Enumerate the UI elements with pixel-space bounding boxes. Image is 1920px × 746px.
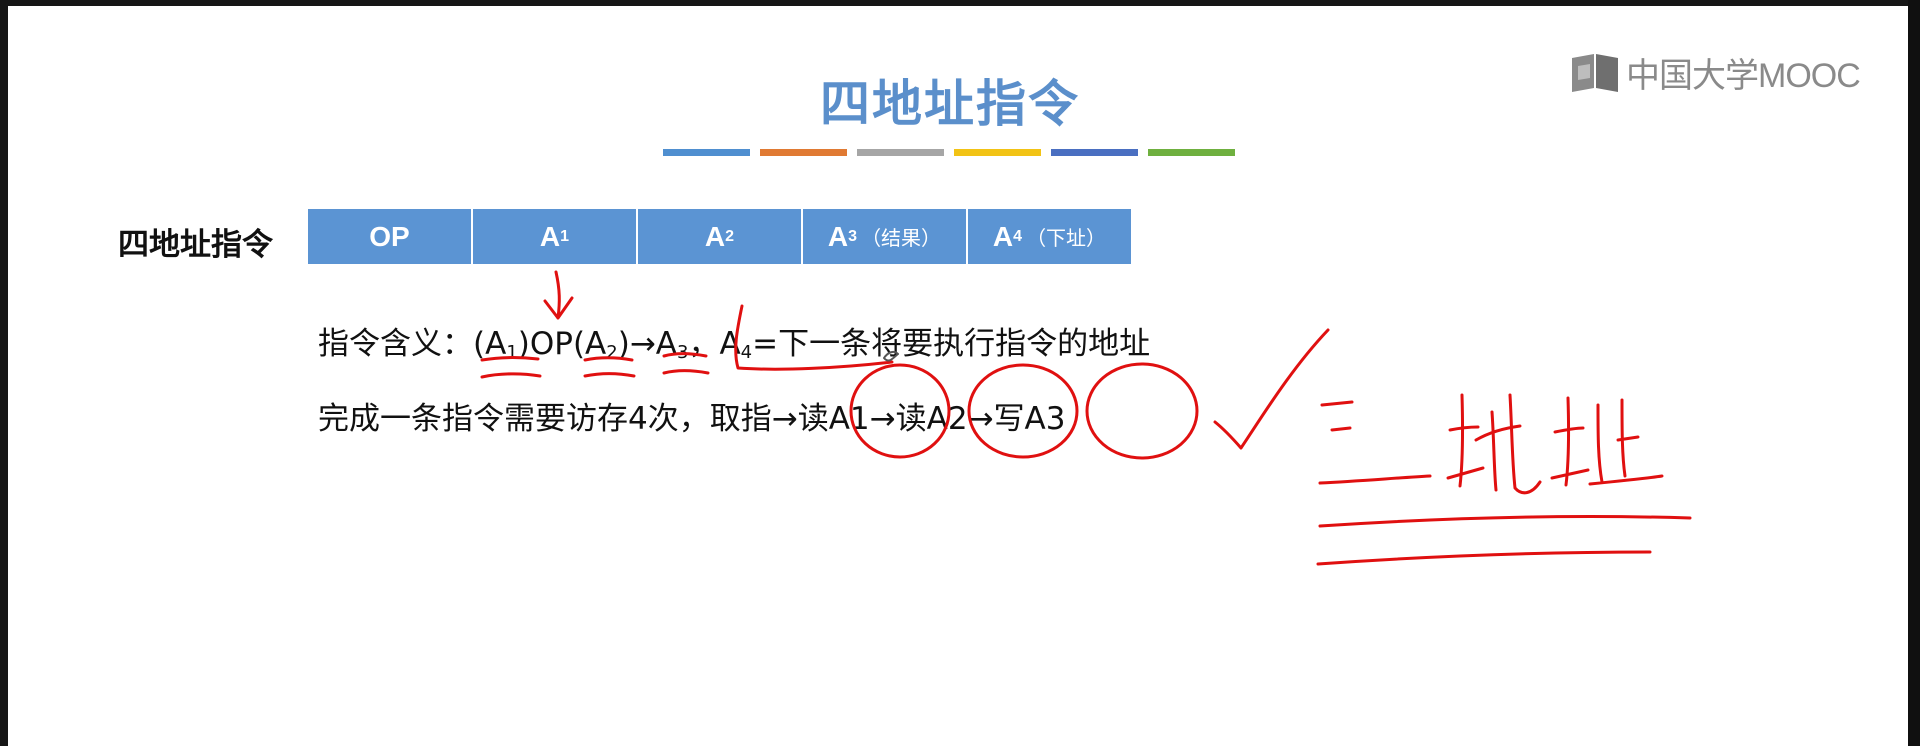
title-bar-3	[857, 149, 944, 156]
memory-access-count: 完成一条指令需要访存4次，取指→读A1→读A2→写A3	[318, 401, 1066, 437]
step-read-a1: 读A1	[797, 401, 870, 437]
step-write-a3: 写A3	[993, 401, 1066, 437]
step-read-a2: 读A2	[895, 401, 968, 437]
format-label: 四地址指令	[118, 227, 273, 263]
field-op: OP	[308, 209, 473, 264]
mooc-logo-text: 中国大学MOOC	[1626, 57, 1861, 95]
title-bar-6	[1148, 149, 1235, 156]
slide-title: 四地址指令	[820, 75, 1080, 133]
video-frame-edge	[1908, 0, 1920, 746]
title-bar-5	[1051, 149, 1138, 156]
title-color-bars	[663, 149, 1235, 156]
title-bar-1	[663, 149, 750, 156]
instruction-meaning: 指令含义：(A1)OP(A2)→A3，A4=下一条将要执行指令的地址	[318, 326, 1151, 363]
mooc-book-icon	[1570, 52, 1620, 94]
arrow-1: →	[771, 401, 798, 437]
title-bar-4	[954, 149, 1041, 156]
mooc-logo: 中国大学MOOC	[1570, 48, 1861, 97]
arrow-2: →	[869, 401, 896, 437]
arrow-3: →	[967, 401, 994, 437]
title-bar-2	[760, 149, 847, 156]
